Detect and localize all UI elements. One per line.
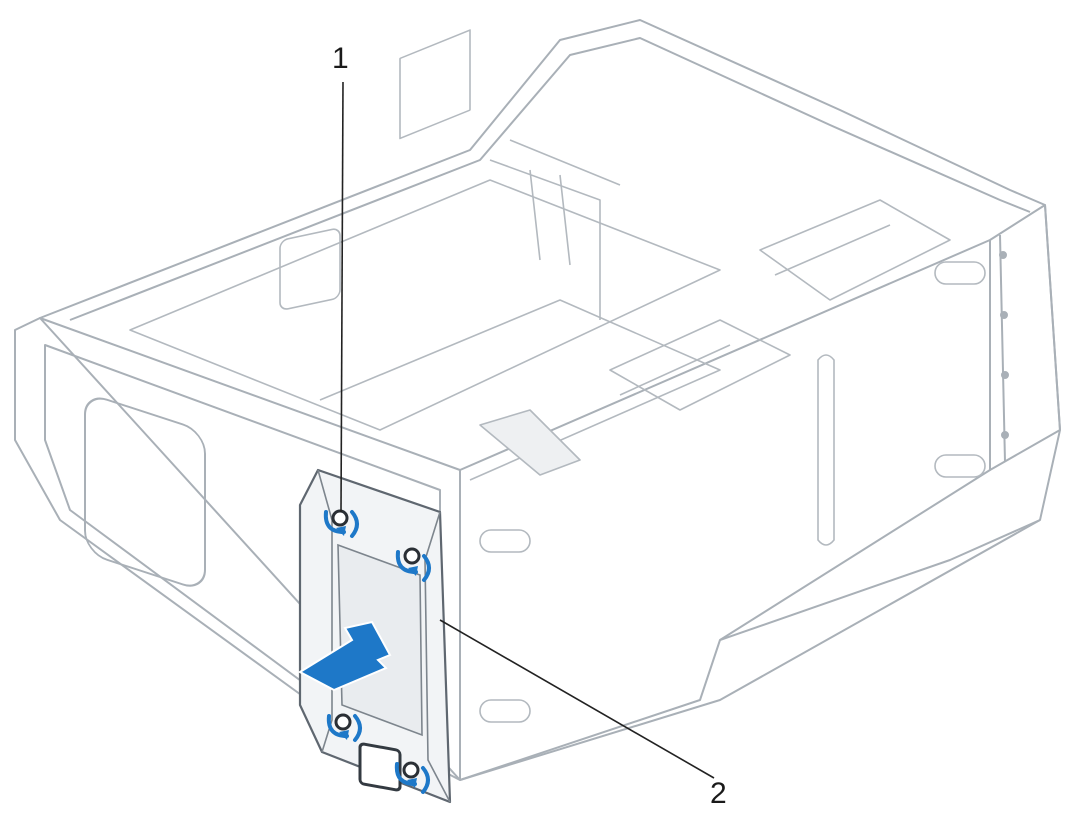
drive-bay-upper [759, 199, 951, 301]
screw-bottom-left [334, 713, 352, 731]
bezel-edge [999, 234, 1006, 463]
chassis-body [14, 19, 1061, 781]
rear-fan [279, 228, 341, 310]
screw-bottom-right [402, 761, 420, 779]
psu-shelf [319, 299, 721, 481]
foot-pad-4 [479, 699, 531, 723]
chassis-top-rim [69, 37, 1031, 321]
interior-components [129, 29, 986, 723]
foot-pad-2 [934, 454, 986, 478]
callout-number-2: 2 [710, 777, 727, 810]
callout-2-leader [439, 619, 715, 779]
chassis-side-face [459, 239, 991, 641]
panel-bevel [317, 469, 451, 803]
chassis-front-bezel [989, 204, 1061, 471]
panel-latch [358, 742, 402, 792]
foot-pad-3 [479, 529, 531, 553]
cable-ribbon [479, 409, 581, 476]
callout-1-leader [340, 81, 344, 513]
drive-bay-lower [609, 319, 791, 411]
screw-top-left [331, 509, 349, 527]
callout-leaders [340, 81, 715, 779]
removal-arrow-icon [297, 620, 392, 692]
expansion-slots [489, 139, 621, 320]
screw-top-right [403, 547, 421, 565]
io-shield [399, 29, 471, 140]
foot-pad-1 [934, 261, 986, 285]
side-slot [817, 354, 835, 546]
motherboard-tray [129, 179, 721, 431]
chassis-side-lower [459, 519, 1041, 781]
fan-opening [84, 397, 206, 587]
callout-number-1: 1 [332, 42, 349, 75]
rotation-arrowheads [336, 526, 418, 788]
